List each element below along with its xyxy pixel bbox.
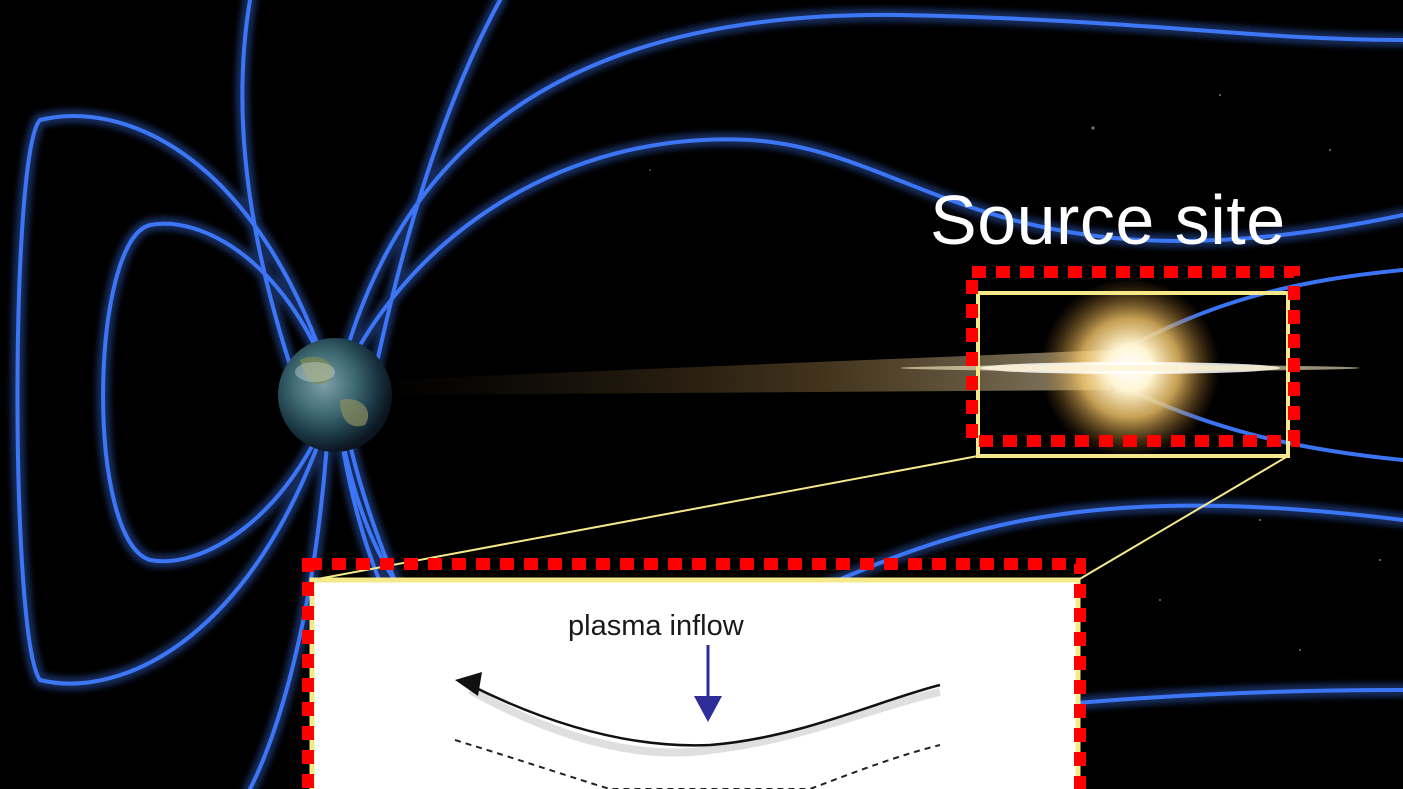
zoom-connector-right <box>1077 455 1289 581</box>
stars <box>649 94 1381 651</box>
inset-field-arrowhead <box>455 672 482 696</box>
inset-field-line <box>469 683 941 747</box>
plasma-inflow-label: plasma inflow <box>568 610 744 642</box>
source-site-frame <box>976 291 1290 458</box>
zoom-connector-left <box>311 455 979 581</box>
source-site-label: Source site <box>930 181 1286 259</box>
inset-dashed-line <box>454 739 941 789</box>
inset-field-line-shadow <box>468 686 941 757</box>
reconnection-glow <box>900 278 1360 458</box>
earth <box>278 338 392 452</box>
zoom-highlight-box <box>302 558 1086 789</box>
zoom-inset <box>302 558 1086 789</box>
source-site-highlight-box <box>966 266 1300 447</box>
magnetotail-glow <box>380 350 1110 395</box>
inflow-arrowhead <box>694 696 722 722</box>
